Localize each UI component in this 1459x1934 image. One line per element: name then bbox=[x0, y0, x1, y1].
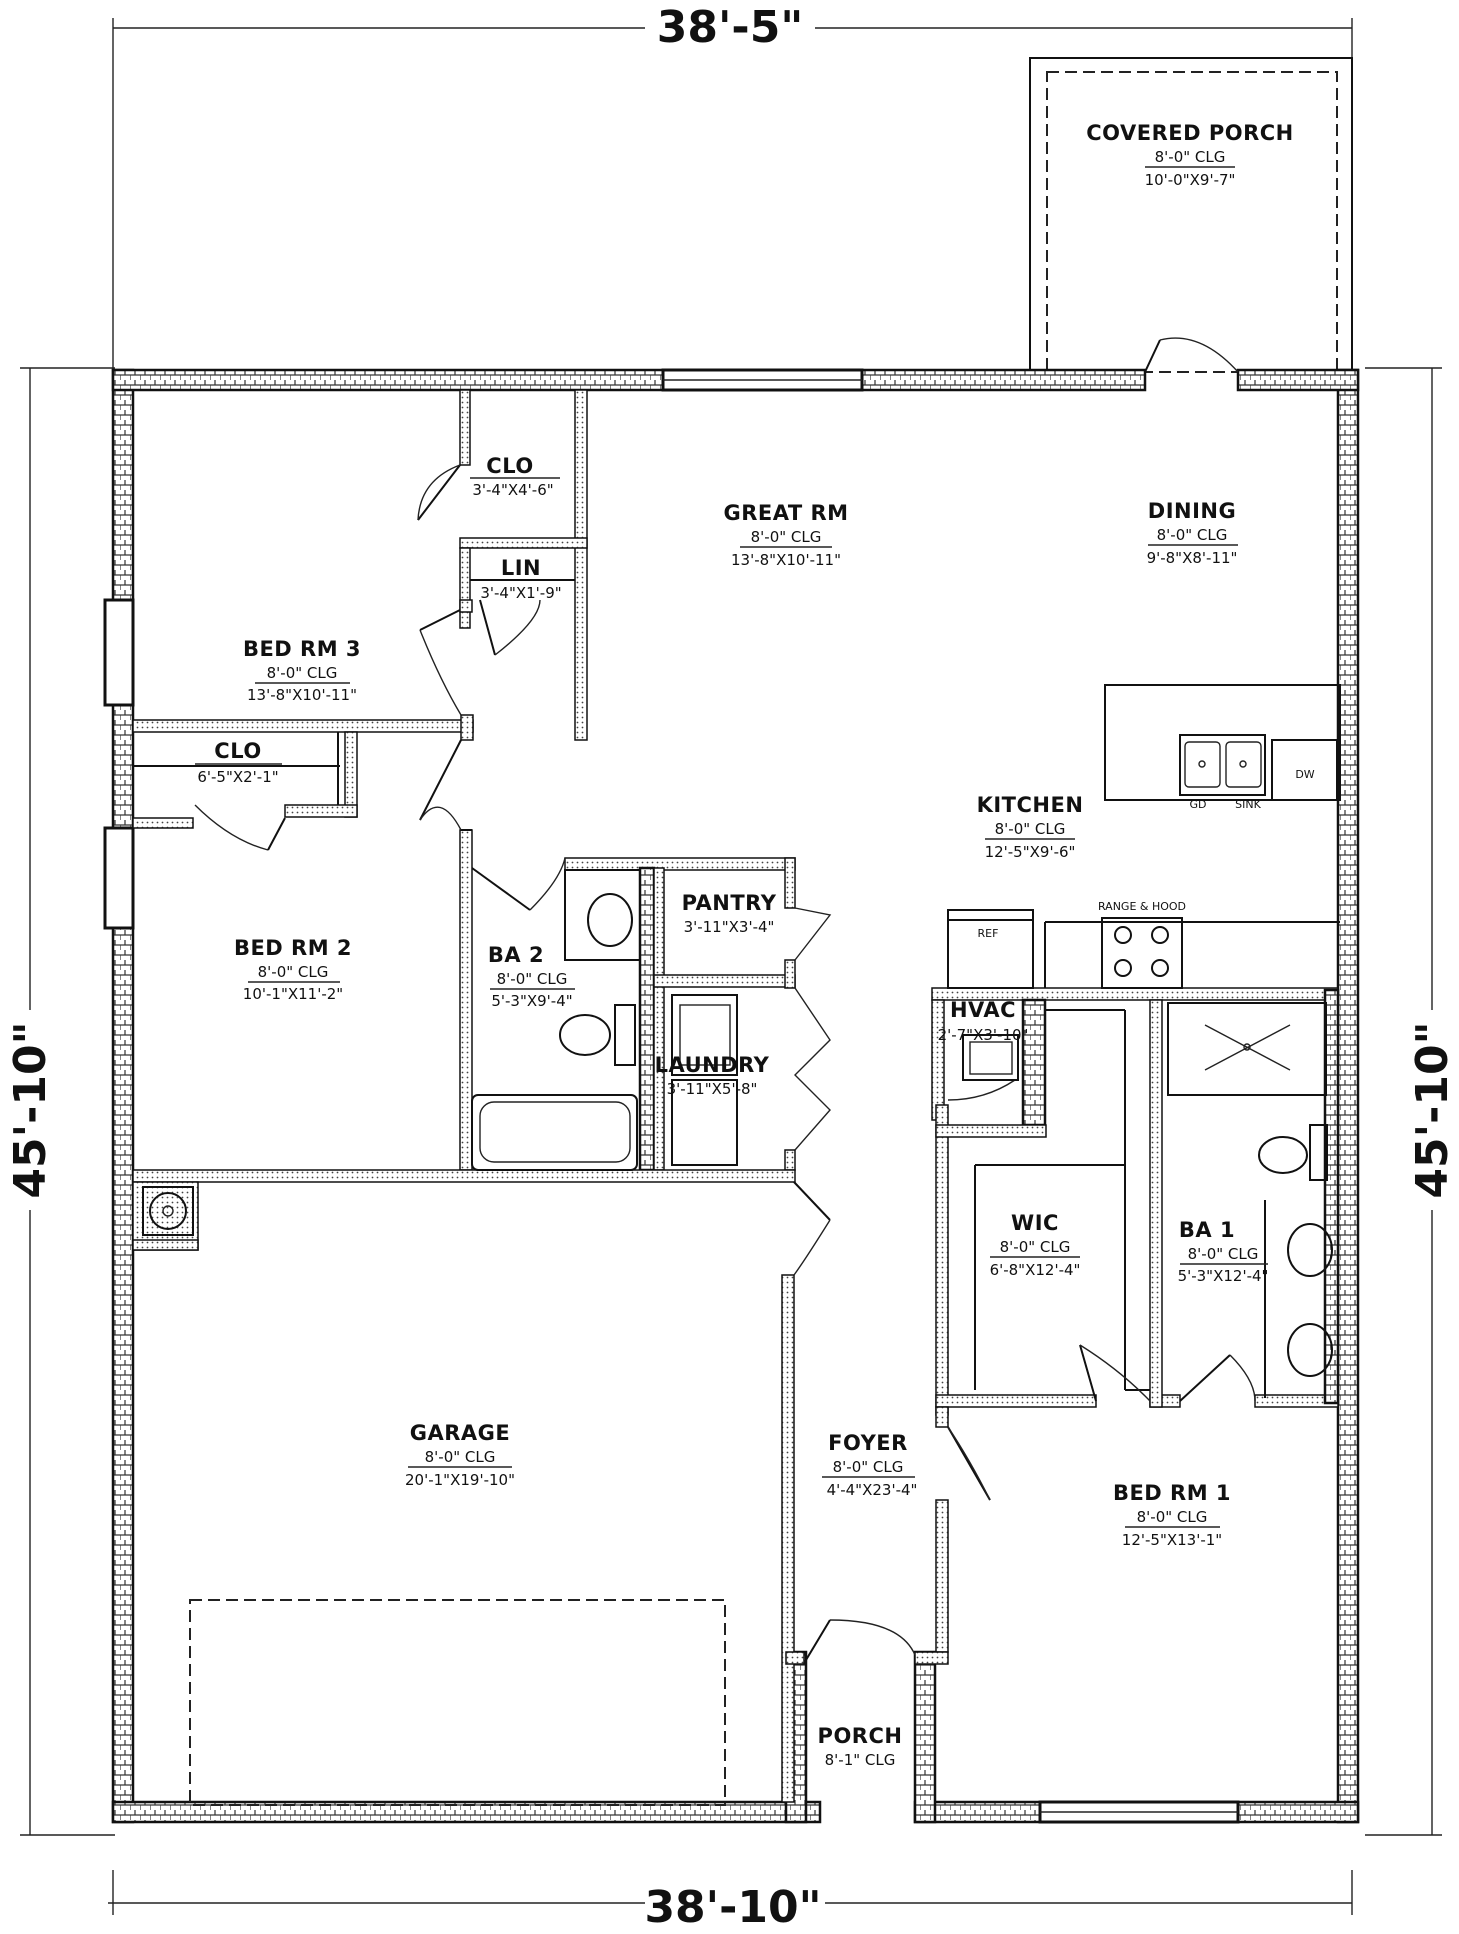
svg-text:WIC: WIC bbox=[1011, 1211, 1059, 1235]
label-laundry: LAUNDRY 3'-11"X5'-8" bbox=[655, 1053, 770, 1098]
svg-text:8'-0" CLG: 8'-0" CLG bbox=[751, 528, 822, 546]
svg-text:3'-11"X5'-8": 3'-11"X5'-8" bbox=[667, 1080, 758, 1098]
svg-text:3'-11"X3'-4": 3'-11"X3'-4" bbox=[684, 918, 775, 936]
label-dining: DINING 8'-0" CLG 9'-8"X8'-11" bbox=[1147, 499, 1238, 567]
svg-text:3'-4"X1'-9": 3'-4"X1'-9" bbox=[480, 584, 561, 602]
svg-text:8'-0" CLG: 8'-0" CLG bbox=[1188, 1245, 1259, 1263]
label-ba-2: BA 2 8'-0" CLG 5'-3"X9'-4" bbox=[488, 943, 575, 1010]
interior-walls bbox=[132, 389, 1340, 1803]
label-great-rm: GREAT RM 8'-0" CLG 13'-8"X10'-11" bbox=[723, 501, 848, 569]
svg-text:BED RM 2: BED RM 2 bbox=[234, 936, 352, 960]
label-clo-mid: CLO 6'-5"X2'-1" bbox=[195, 739, 282, 786]
label-garage: GARAGE 8'-0" CLG 20'-1"X19'-10" bbox=[405, 1421, 515, 1489]
svg-text:BED RM 3: BED RM 3 bbox=[243, 637, 361, 661]
label-ba-1: BA 1 8'-0" CLG 5'-3"X12'-4" bbox=[1178, 1218, 1269, 1285]
label-pantry: PANTRY 3'-11"X3'-4" bbox=[682, 891, 777, 936]
svg-text:8'-0" CLG: 8'-0" CLG bbox=[267, 664, 338, 682]
dim-top: 38'-5" bbox=[657, 2, 804, 53]
svg-text:CLO: CLO bbox=[214, 739, 261, 763]
label-range: RANGE & HOOD bbox=[1098, 900, 1186, 913]
label-wic: WIC 8'-0" CLG 6'-8"X12'-4" bbox=[990, 1211, 1081, 1279]
svg-text:4'-4"X23'-4": 4'-4"X23'-4" bbox=[827, 1481, 918, 1499]
svg-text:CLO: CLO bbox=[486, 454, 533, 478]
svg-text:9'-8"X8'-11": 9'-8"X8'-11" bbox=[1147, 549, 1238, 567]
svg-text:BED RM 1: BED RM 1 bbox=[1113, 1481, 1231, 1505]
label-covered-porch: COVERED PORCH 8'-0" CLG 10'-0"X9'-7" bbox=[1086, 121, 1293, 189]
svg-text:5'-3"X9'-4": 5'-3"X9'-4" bbox=[491, 992, 572, 1010]
svg-text:COVERED PORCH: COVERED PORCH bbox=[1086, 121, 1293, 145]
svg-text:8'-1" CLG: 8'-1" CLG bbox=[825, 1751, 896, 1769]
svg-text:2'-7"X3'-10": 2'-7"X3'-10" bbox=[938, 1026, 1029, 1044]
svg-text:GREAT RM: GREAT RM bbox=[723, 501, 848, 525]
covered-porch-outline bbox=[1029, 57, 1353, 373]
svg-text:LIN: LIN bbox=[501, 556, 541, 580]
garage-door-outline bbox=[189, 1599, 726, 1806]
label-clo-top: CLO 3'-4"X4'-6" bbox=[470, 454, 560, 499]
svg-text:GARAGE: GARAGE bbox=[410, 1421, 511, 1445]
label-dw: DW bbox=[1295, 768, 1314, 781]
label-kitchen: KITCHEN 8'-0" CLG 12'-5"X9'-6" bbox=[977, 793, 1084, 861]
svg-text:8'-0" CLG: 8'-0" CLG bbox=[833, 1458, 904, 1476]
dim-left: 45'-10" bbox=[5, 1021, 56, 1198]
svg-text:BA 1: BA 1 bbox=[1179, 1218, 1235, 1242]
svg-text:6'-5"X2'-1": 6'-5"X2'-1" bbox=[197, 768, 278, 786]
svg-text:8'-0" CLG: 8'-0" CLG bbox=[1137, 1508, 1208, 1526]
label-sink: SINK bbox=[1235, 798, 1261, 811]
room-labels: COVERED PORCH 8'-0" CLG 10'-0"X9'-7" CLO… bbox=[195, 121, 1293, 1769]
svg-text:PORCH: PORCH bbox=[818, 1724, 903, 1748]
svg-text:10'-1"X11'-2": 10'-1"X11'-2" bbox=[243, 985, 343, 1003]
label-ref: REF bbox=[978, 927, 999, 940]
svg-text:HVAC: HVAC bbox=[950, 998, 1016, 1022]
svg-text:5'-3"X12'-4": 5'-3"X12'-4" bbox=[1178, 1267, 1269, 1285]
svg-text:12'-5"X13'-1": 12'-5"X13'-1" bbox=[1122, 1531, 1222, 1549]
dim-bottom: 38'-10" bbox=[644, 1882, 821, 1933]
svg-text:DINING: DINING bbox=[1148, 499, 1236, 523]
svg-text:10'-0"X9'-7": 10'-0"X9'-7" bbox=[1145, 171, 1236, 189]
svg-text:PANTRY: PANTRY bbox=[682, 891, 777, 915]
svg-text:12'-5"X9'-6": 12'-5"X9'-6" bbox=[985, 843, 1076, 861]
dim-right: 45'-10" bbox=[1407, 1021, 1458, 1198]
svg-text:20'-1"X19'-10": 20'-1"X19'-10" bbox=[405, 1471, 515, 1489]
svg-text:FOYER: FOYER bbox=[828, 1431, 908, 1455]
svg-text:8'-0" CLG: 8'-0" CLG bbox=[1155, 148, 1226, 166]
label-bed-rm-2: BED RM 2 8'-0" CLG 10'-1"X11'-2" bbox=[234, 936, 352, 1003]
svg-text:KITCHEN: KITCHEN bbox=[977, 793, 1084, 817]
label-bed-rm-1: BED RM 1 8'-0" CLG 12'-5"X13'-1" bbox=[1113, 1481, 1231, 1549]
svg-text:8'-0" CLG: 8'-0" CLG bbox=[425, 1448, 496, 1466]
label-gd: GD bbox=[1190, 798, 1207, 811]
fixtures bbox=[142, 684, 1341, 1398]
svg-text:13'-8"X10'-11": 13'-8"X10'-11" bbox=[731, 551, 841, 569]
svg-text:BA 2: BA 2 bbox=[488, 943, 544, 967]
svg-text:LAUNDRY: LAUNDRY bbox=[655, 1053, 770, 1077]
svg-text:8'-0" CLG: 8'-0" CLG bbox=[258, 963, 329, 981]
svg-text:8'-0" CLG: 8'-0" CLG bbox=[1157, 526, 1228, 544]
label-lin: LIN 3'-4"X1'-9" bbox=[480, 556, 561, 602]
svg-text:3'-4"X4'-6": 3'-4"X4'-6" bbox=[472, 481, 553, 499]
label-bed-rm-3: BED RM 3 8'-0" CLG 13'-8"X10'-11" bbox=[243, 637, 361, 704]
svg-text:6'-8"X12'-4": 6'-8"X12'-4" bbox=[990, 1261, 1081, 1279]
label-hvac: HVAC 2'-7"X3'-10" bbox=[938, 998, 1029, 1044]
svg-text:13'-8"X10'-11": 13'-8"X10'-11" bbox=[247, 686, 357, 704]
svg-text:8'-0" CLG: 8'-0" CLG bbox=[995, 820, 1066, 838]
dimension-lines bbox=[20, 18, 1442, 1915]
svg-text:8'-0" CLG: 8'-0" CLG bbox=[497, 970, 568, 988]
fixture-labels: GD SINK DW REF RANGE & HOOD bbox=[978, 768, 1315, 940]
svg-text:8'-0" CLG: 8'-0" CLG bbox=[1000, 1238, 1071, 1256]
label-foyer: FOYER 8'-0" CLG 4'-4"X23'-4" bbox=[822, 1431, 917, 1499]
windows bbox=[103, 368, 1240, 1824]
label-porch: PORCH 8'-1" CLG bbox=[818, 1724, 903, 1769]
doors bbox=[194, 337, 1256, 1661]
